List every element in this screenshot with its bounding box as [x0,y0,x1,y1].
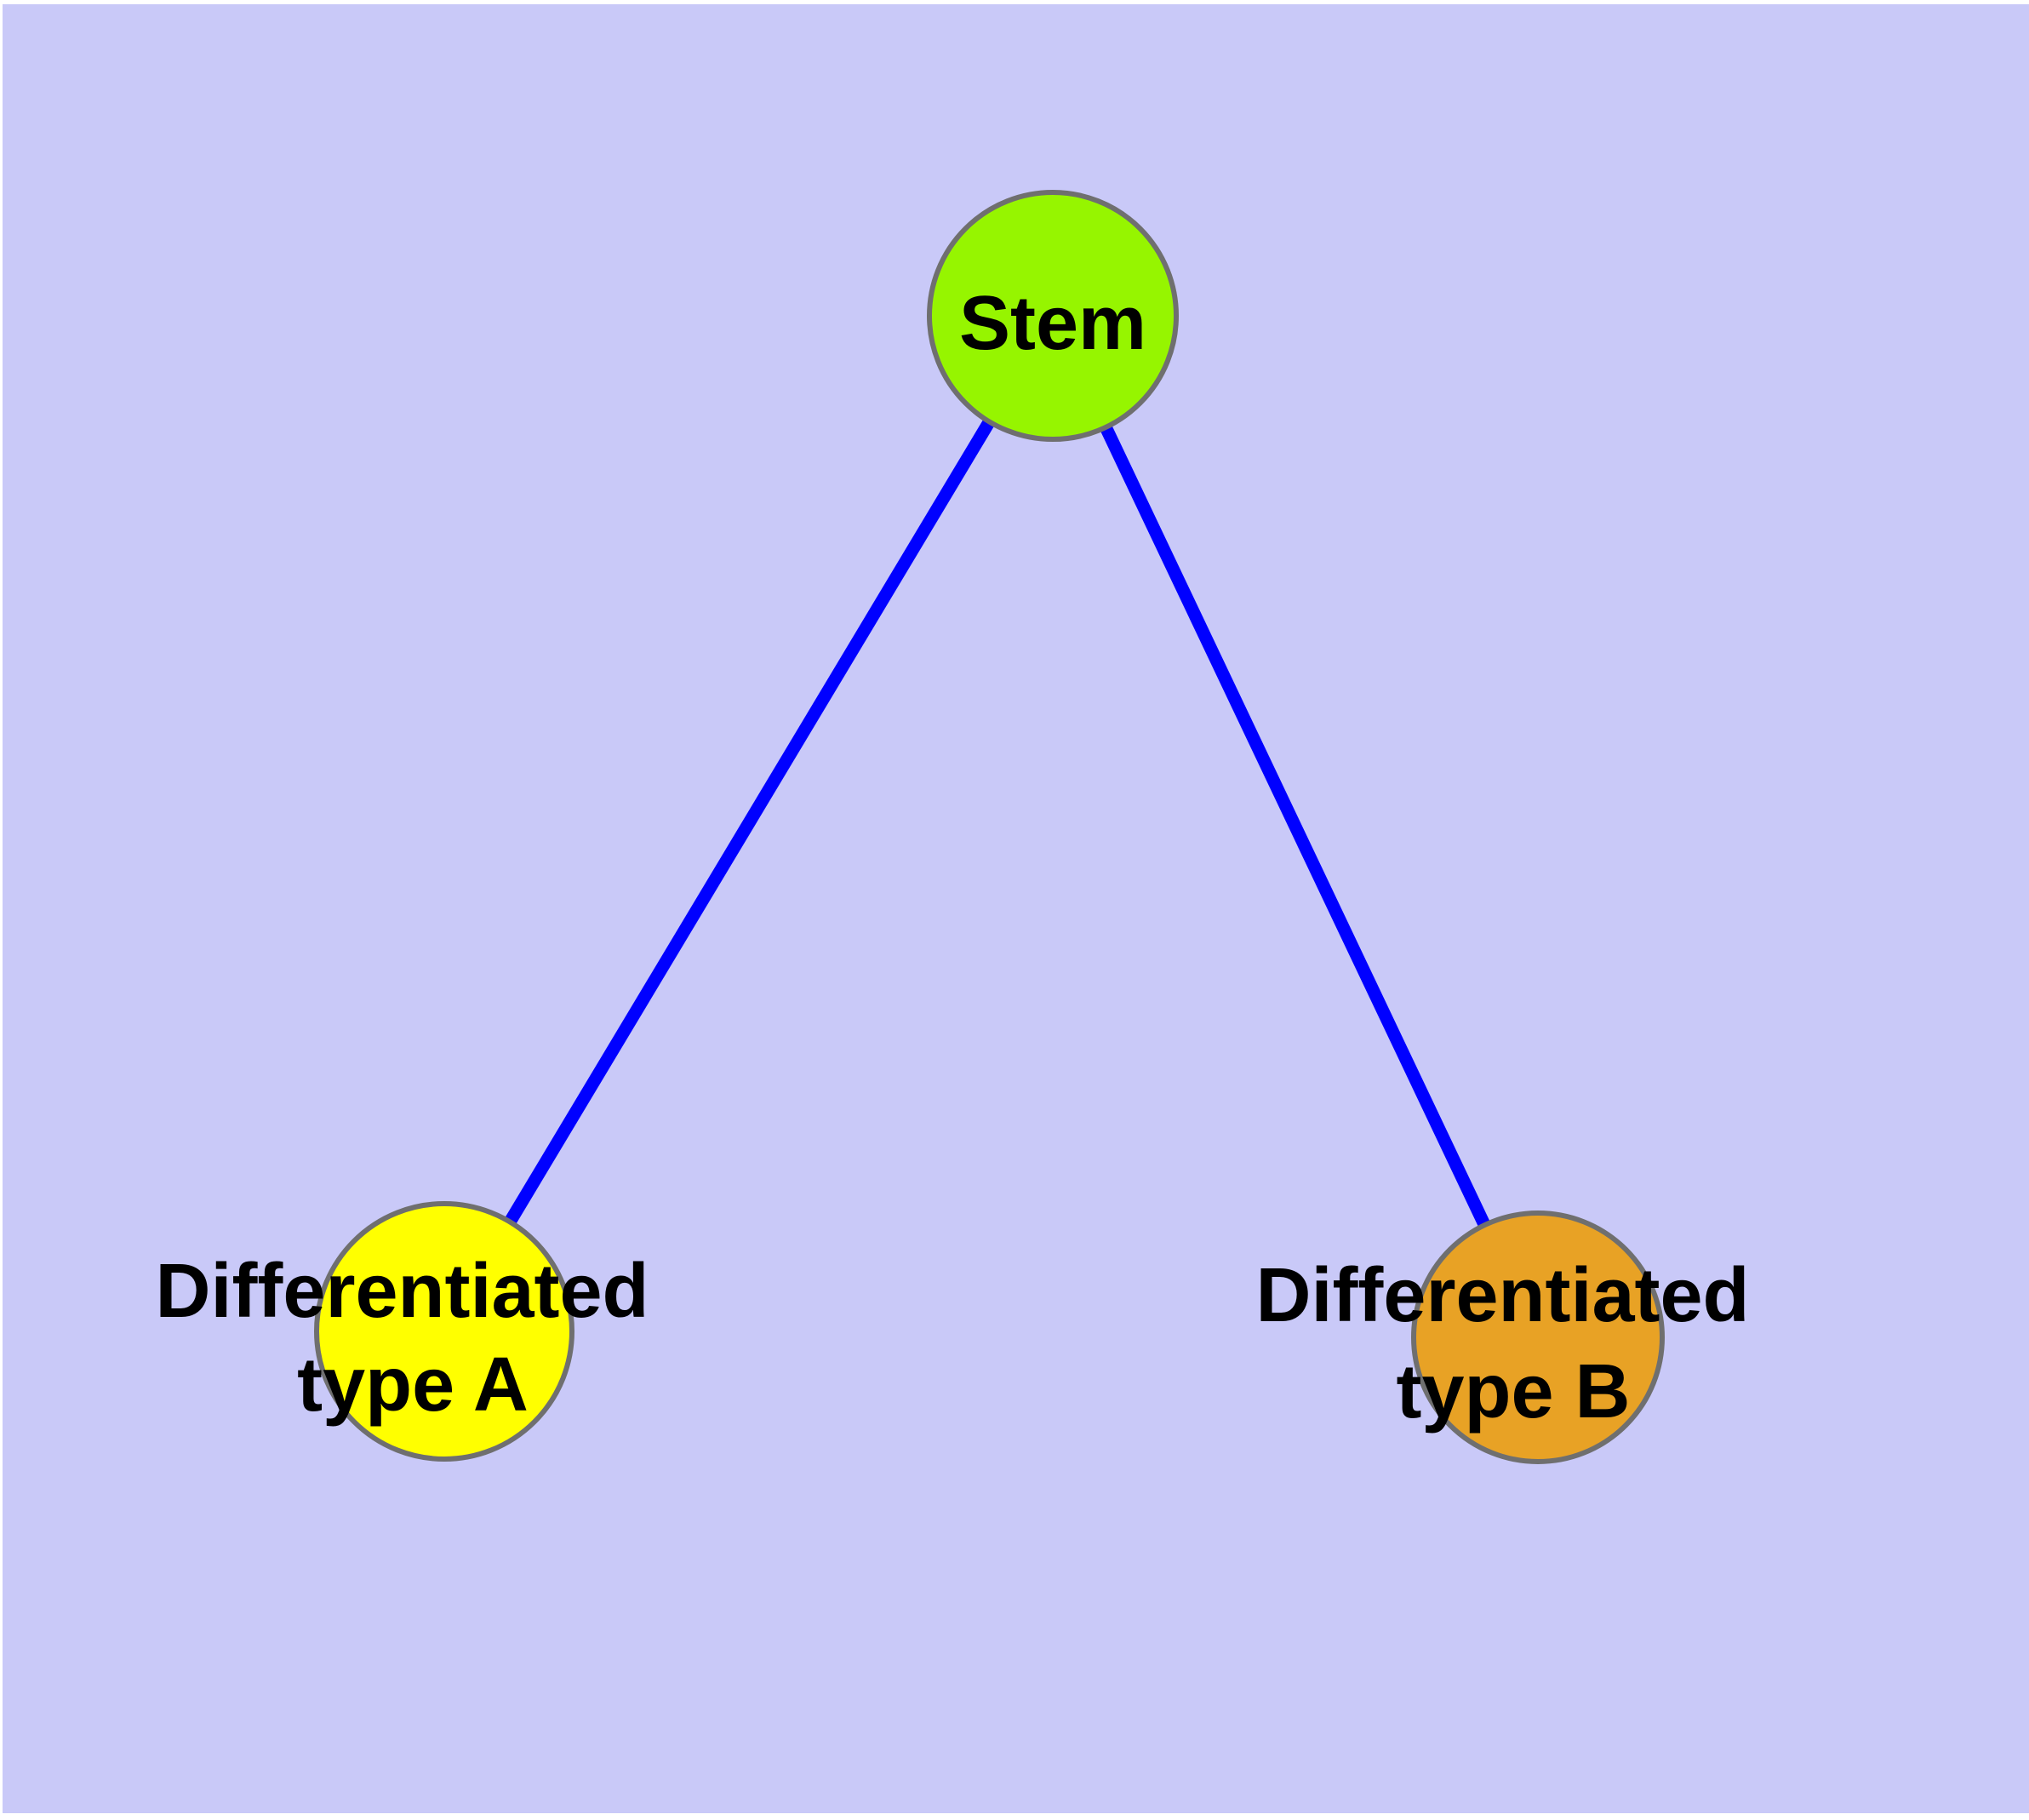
node-type-b-label-line1: Differentiated [1255,1253,1749,1338]
node-type-b-label-line2: type B [1396,1349,1630,1434]
edge-stem-to-type-b [1047,312,1544,1341]
node-type-a-label-line2: type A [297,1342,529,1428]
node-type-b-label: Differentiated type B [1255,1253,1770,1434]
node-type-a-circle [314,1201,574,1462]
node-stem-circle [927,190,1179,442]
node-type-b-circle [1411,1210,1665,1464]
node-stem-label-line1: Stem [959,281,1146,366]
node-type-a-label-line1: Differentiated [155,1249,649,1334]
node-stem-label: Stem [959,281,1146,366]
node-type-a-label: Differentiated type A [155,1249,670,1428]
edge-stem-to-type-a [438,312,1059,1335]
